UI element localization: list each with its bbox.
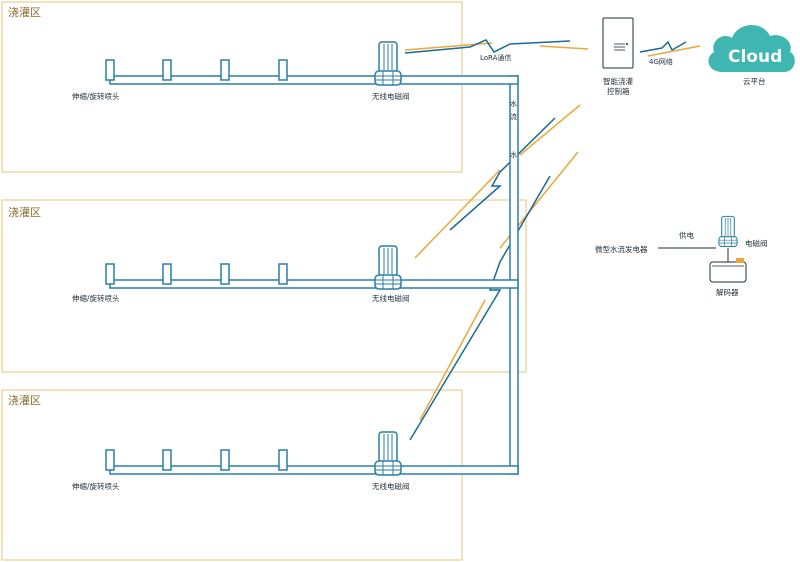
lora-label: LoRA通信 bbox=[480, 53, 511, 62]
valve-icon bbox=[374, 41, 402, 86]
valve-label: 无线电磁阀 bbox=[372, 293, 410, 303]
irrigation-zone-2 bbox=[1, 199, 527, 373]
signal-lines bbox=[404, 39, 701, 441]
flow-label: 水 bbox=[510, 150, 517, 159]
valve-icon bbox=[718, 215, 738, 248]
valve-label: 无线电磁阀 bbox=[372, 91, 410, 101]
controller-box-icon bbox=[602, 17, 634, 69]
zone-title: 浇灌区 bbox=[8, 6, 41, 19]
controller-label: 控制箱 bbox=[607, 86, 630, 96]
irrigation-zone-3 bbox=[1, 389, 463, 561]
cloud-label: 云平台 bbox=[743, 76, 766, 86]
zone-title: 浇灌区 bbox=[8, 394, 41, 407]
zone-title: 浇灌区 bbox=[8, 206, 41, 219]
sprinkler-label: 伸缩/旋转喷头 bbox=[72, 293, 120, 303]
generator-label: 微型水流发电器 bbox=[595, 244, 648, 254]
valve-icon bbox=[374, 431, 402, 476]
flow-label: 水 bbox=[510, 99, 517, 108]
sprinkler-label: 伸缩/旋转喷头 bbox=[72, 481, 120, 491]
decoder-icon bbox=[709, 258, 747, 283]
power-label: 供电 bbox=[679, 230, 694, 240]
valve-legend-label: 电磁阀 bbox=[745, 238, 768, 248]
flow-label: 流 bbox=[510, 112, 517, 121]
sprinkler-label: 伸缩/旋转喷头 bbox=[72, 91, 120, 101]
controller-label: 智能浇灌 bbox=[603, 76, 633, 86]
valve-label: 无线电磁阀 bbox=[372, 481, 410, 491]
cloud-text: Cloud bbox=[728, 47, 782, 67]
power-legend bbox=[658, 215, 747, 283]
irrigation-zone-1 bbox=[1, 1, 463, 173]
network-label: 4G网络 bbox=[649, 57, 673, 66]
cloud-icon: Cloud bbox=[708, 24, 795, 72]
decoder-label: 解码器 bbox=[716, 287, 739, 297]
valve-icon bbox=[374, 245, 402, 290]
